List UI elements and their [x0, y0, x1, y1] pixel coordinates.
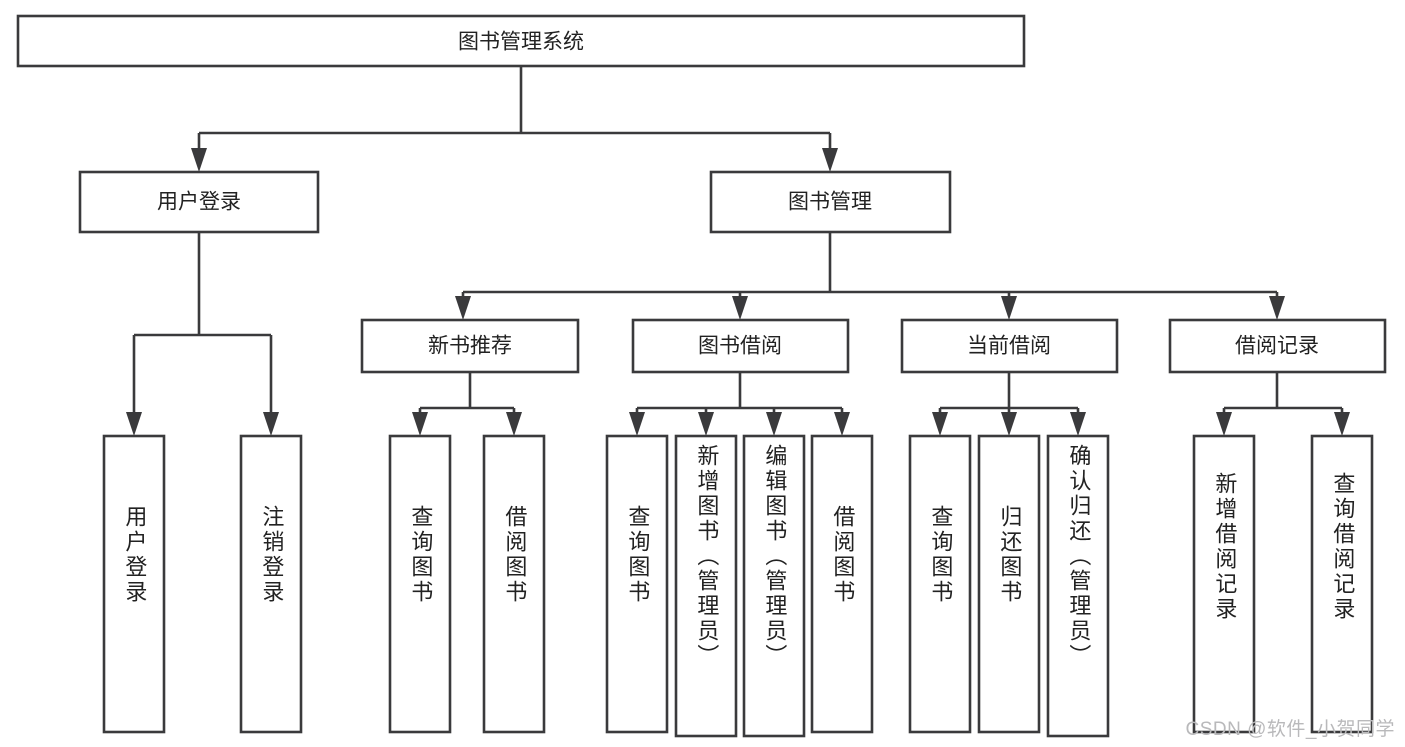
node-new-book-recommend-box [360, 318, 580, 374]
node-borrow-record-label: 借阅记录 [1235, 335, 1319, 358]
leaf-box-user-login-1[interactable] [239, 434, 303, 734]
connector-new-book-recommend-to-leaves [412, 372, 522, 436]
leaf-box-current-borrow-2[interactable] [1046, 434, 1110, 738]
leaf-box-current-borrow-0[interactable] [908, 434, 972, 734]
node-book-borrow[interactable]: 图书借阅 [631, 318, 850, 374]
node-root-box [16, 14, 1026, 68]
node-book-manage[interactable]: 图书管理 [709, 170, 952, 234]
leaf-box-book-borrow-2[interactable] [742, 434, 806, 738]
leaf-box-user-login-0[interactable] [102, 434, 166, 734]
node-current-borrow[interactable]: 当前借阅 [900, 318, 1119, 374]
leaf-box-new-book-0[interactable] [388, 434, 452, 734]
leaf-box-new-book-1[interactable] [482, 434, 546, 734]
node-book-borrow-label: 图书借阅 [698, 335, 782, 358]
node-user-login-box [78, 170, 320, 234]
arrow-to-book-manage [822, 148, 838, 172]
leaf-box-borrow-record-0[interactable] [1192, 434, 1256, 734]
connector-borrow-record-to-leaves [1216, 372, 1350, 436]
node-new-book-recommend[interactable]: 新书推荐 [360, 318, 580, 374]
leaf-box-book-borrow-3[interactable] [810, 434, 874, 734]
node-new-book-recommend-label: 新书推荐 [428, 335, 512, 358]
connector-user-login-to-leaves [126, 232, 279, 436]
node-user-login[interactable]: 用户登录 [78, 170, 320, 234]
node-current-borrow-box [900, 318, 1119, 374]
csdn-watermark: CSDN @软件_小贺同学 [1185, 719, 1395, 740]
node-root-label: 图书管理系统 [458, 31, 584, 54]
node-current-borrow-label: 当前借阅 [967, 335, 1051, 358]
node-root[interactable]: 图书管理系统 [16, 14, 1026, 68]
leaf-box-book-borrow-0[interactable] [605, 434, 669, 734]
node-user-login-label: 用户登录 [157, 191, 241, 214]
node-borrow-record[interactable]: 借阅记录 [1168, 318, 1387, 374]
leaf-box-current-borrow-1[interactable] [977, 434, 1041, 734]
connector-current-borrow-to-leaves [932, 372, 1086, 436]
node-book-manage-label: 图书管理 [788, 191, 872, 214]
connector-book-manage-to-level3 [455, 232, 1285, 320]
connector-book-borrow-to-leaves [629, 372, 850, 436]
leaf-box-borrow-record-1[interactable] [1310, 434, 1374, 734]
leaf-box-book-borrow-1[interactable] [674, 434, 738, 738]
arrow-to-user-login [191, 148, 207, 172]
connector-root-to-level2 [191, 66, 838, 172]
